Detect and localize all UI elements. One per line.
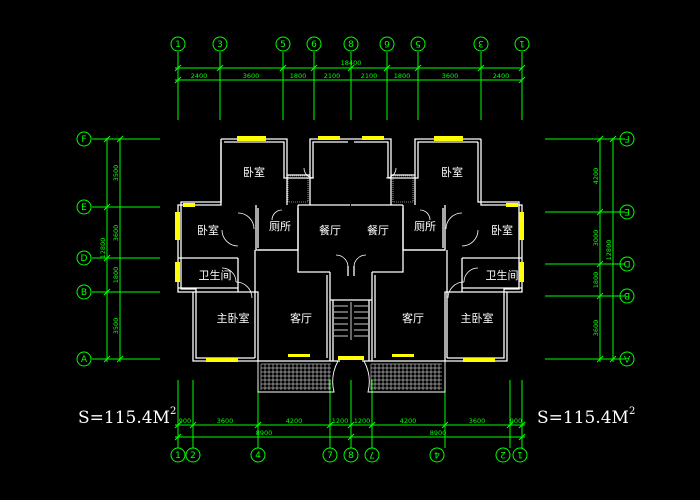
- top-dim: 3600: [442, 72, 459, 80]
- bottom-dim: 1200: [332, 417, 349, 425]
- balcony-hatch: [370, 363, 442, 390]
- walls: [177, 138, 523, 362]
- bottom-dim: 3600: [217, 417, 234, 425]
- room-labels: 卧室 卧室 卧室 卧室 厕所 厕所 餐厅 餐厅 卫生间 卫生间 主卧室 主卧室 …: [197, 165, 519, 325]
- room-label-bedroom: 卧室: [197, 223, 219, 237]
- right-dim: 1800: [592, 272, 600, 289]
- axis-label: 4: [434, 449, 440, 459]
- axis-label: 5: [415, 38, 421, 48]
- room-label-bedroom: 卧室: [243, 165, 265, 179]
- windows: [175, 136, 524, 362]
- axis-label: B: [81, 288, 87, 298]
- axis-label: 1: [175, 451, 181, 461]
- room-label-master-bedroom: 主卧室: [217, 311, 250, 325]
- area-unit-superscript: 2: [169, 406, 177, 417]
- room-label-master-bedroom: 主卧室: [461, 311, 494, 325]
- room-label-toilet: 厕所: [269, 220, 291, 233]
- door-swings: [221, 167, 479, 299]
- dimension-text: 18400 2400 3600 1800 2100 2100 1800 3600…: [99, 59, 613, 437]
- area-unit-superscript: 2: [628, 406, 636, 417]
- axis-labels: 1 3 5 6 8 6 5 3 1 1 2 4 7 8 7 4 2 1 F E …: [81, 38, 631, 461]
- left-dim: 1800: [112, 267, 120, 284]
- axis-label: A: [81, 355, 88, 365]
- axis-label: 4: [255, 451, 261, 461]
- room-label-bathroom: 卫生间: [199, 268, 232, 282]
- balcony-hatch: [260, 363, 331, 390]
- right-total-dim: 12800: [605, 240, 613, 261]
- axis-label: 3: [217, 40, 223, 50]
- room-label-living: 客厅: [402, 311, 424, 325]
- shaft-hatch: [287, 175, 414, 203]
- top-dim: 2400: [191, 72, 208, 80]
- dimension-lines: [76, 36, 635, 463]
- bottom-dim: 3600: [469, 417, 486, 425]
- room-label-toilet: 厕所: [414, 220, 436, 233]
- bottom-dim: 4200: [286, 417, 303, 425]
- axis-label: E: [81, 203, 87, 213]
- room-label-bedroom: 卧室: [441, 165, 463, 179]
- balconies: [257, 360, 446, 393]
- right-dim: 4200: [592, 168, 600, 185]
- room-label-dining: 餐厅: [367, 223, 389, 237]
- area-label-right: S=115.4M2: [537, 406, 636, 428]
- overall-top-dim: 18400: [341, 59, 362, 67]
- top-dim: 1800: [394, 72, 411, 80]
- top-dim: 3600: [243, 72, 260, 80]
- axis-label: 2: [500, 449, 506, 459]
- axis-label: 1: [517, 449, 523, 459]
- axis-label: A: [623, 353, 630, 363]
- right-dim: 3000: [592, 230, 600, 247]
- axis-label: 1: [175, 40, 181, 50]
- bottom-half-dim: 8900: [256, 429, 273, 437]
- room-label-living: 客厅: [290, 311, 312, 325]
- axis-label: 8: [348, 451, 354, 461]
- axis-label: 6: [384, 38, 390, 48]
- area-text: S=115.4M: [78, 408, 170, 428]
- bottom-dim: 1200: [354, 417, 371, 425]
- left-total-dim: 12800: [99, 238, 107, 259]
- axis-label: F: [81, 135, 86, 145]
- left-dim: 3500: [112, 165, 120, 182]
- area-text: S=115.4M: [537, 408, 629, 428]
- bottom-dim: 900: [179, 417, 191, 425]
- axis-label: F: [624, 133, 629, 143]
- bottom-dim: 4200: [400, 417, 417, 425]
- stair-treads: [334, 302, 368, 340]
- axis-label: 6: [311, 40, 317, 50]
- axis-label: 7: [327, 451, 333, 461]
- axis-label: 1: [519, 38, 525, 48]
- top-dim: 2400: [493, 72, 510, 80]
- axis-label: D: [623, 258, 630, 268]
- top-dim: 1800: [290, 72, 307, 80]
- axis-label: 3: [478, 38, 484, 48]
- axis-label: 5: [280, 40, 286, 50]
- bottom-half-dim: 8900: [430, 429, 447, 437]
- axis-label: 7: [369, 449, 375, 459]
- axis-label: 8: [348, 40, 354, 50]
- axis-label: B: [624, 290, 630, 300]
- axis-label: E: [624, 206, 630, 216]
- top-dim: 2100: [324, 72, 341, 80]
- axis-label: 2: [190, 451, 196, 461]
- axis-label: D: [81, 254, 88, 264]
- area-label-left: S=115.4M2: [78, 406, 177, 428]
- right-dim: 3600: [592, 320, 600, 337]
- room-label-dining: 餐厅: [319, 223, 341, 237]
- left-dim: 3600: [112, 225, 120, 242]
- top-dim: 2100: [361, 72, 378, 80]
- room-label-bedroom: 卧室: [491, 223, 513, 237]
- room-label-bathroom: 卫生间: [486, 268, 519, 282]
- left-dim: 3500: [112, 318, 120, 335]
- bottom-dim: 900: [510, 417, 522, 425]
